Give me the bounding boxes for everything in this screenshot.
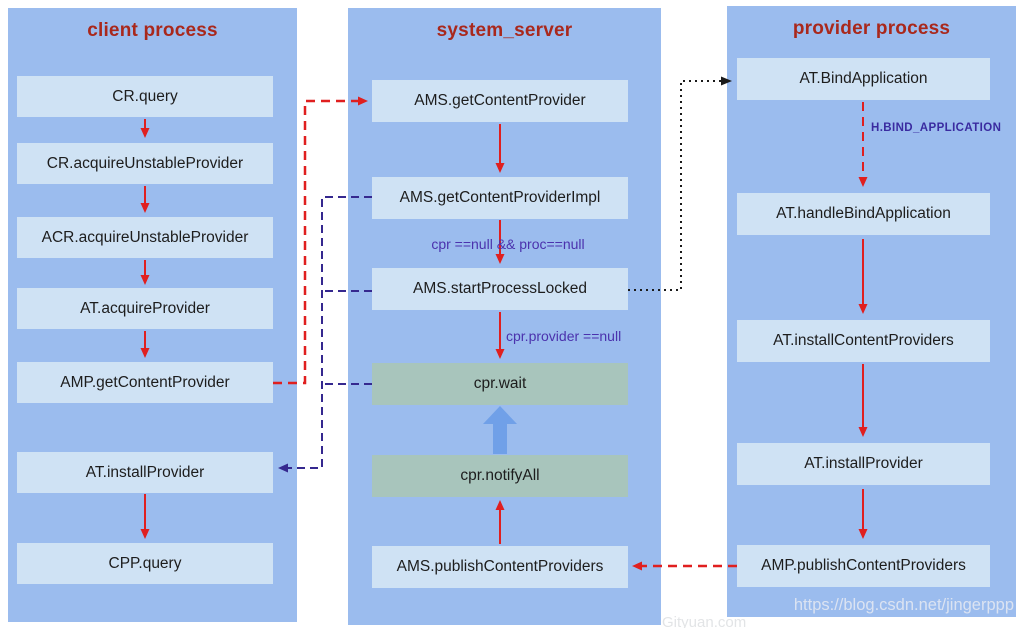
box-ams-startprocesslocked: AMS.startProcessLocked [372, 268, 628, 310]
box-cpr-wait: cpr.wait [372, 363, 628, 405]
label-cpr-null-condition: cpr ==null && proc==null [431, 236, 585, 252]
box-ams-getcontentproviderimpl: AMS.getContentProviderImpl [372, 177, 628, 219]
box-amp-publishcontentproviders: AMP.publishContentProviders [737, 545, 990, 587]
box-at-acquireprovider: AT.acquireProvider [17, 288, 273, 329]
panel-provider-process: provider process AT.BindApplication AT.h… [727, 6, 1016, 617]
label-cpr-provider-null-condition: cpr.provider ==null [506, 328, 622, 344]
csdn-watermark: https://blog.csdn.net/jingerppp [793, 596, 1014, 614]
box-at-installprovider-client: AT.installProvider [17, 452, 273, 493]
panel-system-server: system_server AMS.getContentProvider AMS… [348, 8, 661, 625]
box-at-installcontentproviders: AT.installContentProviders [737, 320, 990, 362]
box-ams-getcontentprovider: AMS.getContentProvider [372, 80, 628, 122]
box-at-bindapplication: AT.BindApplication [737, 58, 990, 100]
box-at-handlebindapplication: AT.handleBindApplication [737, 193, 990, 235]
client-process-title: client process [87, 20, 218, 41]
box-cpp-query: CPP.query [17, 543, 273, 584]
system-server-title: system_server [436, 20, 573, 41]
box-ams-publishcontentproviders: AMS.publishContentProviders [372, 546, 628, 588]
box-cpr-notifyall: cpr.notifyAll [372, 455, 628, 497]
box-acr-acquireunstableprovider: ACR.acquireUnstableProvider [17, 217, 273, 258]
box-amp-getcontentprovider: AMP.getContentProvider [17, 362, 273, 403]
box-cr-query: CR.query [17, 76, 273, 117]
label-h-bind-application: H.BIND_APPLICATION [871, 122, 1002, 134]
panel-client-process: client process CR.query CR.acquireUnstab… [8, 8, 297, 622]
box-at-installprovider-provider: AT.installProvider [737, 443, 990, 485]
provider-process-title: provider process [792, 18, 951, 39]
gityuan-watermark: Gityuan.com [662, 614, 747, 628]
box-cr-acquireunstableprovider: CR.acquireUnstableProvider [17, 143, 273, 184]
